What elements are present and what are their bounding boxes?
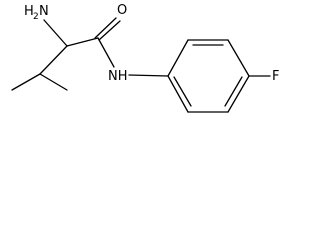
amine-label-subscript: 2 — [33, 12, 39, 22]
amide-nh-label: NH — [108, 69, 128, 84]
amine-label-h: H — [24, 4, 34, 19]
bond-lines — [11, 17, 271, 113]
fluorine-label: F — [272, 69, 279, 84]
ring-bond-1 — [167, 39, 189, 77]
bond-isopropyl-ch-to-alpha-carbon — [39, 45, 68, 75]
amine-label-n: N — [39, 4, 49, 19]
bond-ch3-to-isopropyl-ch — [11, 73, 41, 91]
chemical-structure: H 2 N O NH F — [11, 3, 279, 113]
bond-amide-n-to-ring — [128, 74, 169, 77]
ring-bond-3 — [227, 39, 250, 77]
ring-double-bond-3 — [173, 76, 192, 107]
bond-alpha-carbon-to-carbonyl-carbon — [66, 37, 99, 47]
atom-labels: H 2 N O NH F — [24, 3, 279, 84]
bond-carbonyl-double-2 — [98, 20, 121, 41]
ring-bond-6 — [167, 75, 189, 113]
bond-carbonyl-carbon-to-amide-n — [97, 37, 115, 68]
bond-carbonyl-double-1 — [94, 17, 117, 39]
carbonyl-oxygen-label: O — [117, 3, 127, 18]
ring-bond-4 — [227, 75, 250, 113]
bond-alpha-carbon-to-amine — [43, 19, 68, 47]
ring-double-bond-2 — [224, 76, 243, 107]
bond-isopropyl-ch-to-ch3 — [39, 73, 68, 91]
